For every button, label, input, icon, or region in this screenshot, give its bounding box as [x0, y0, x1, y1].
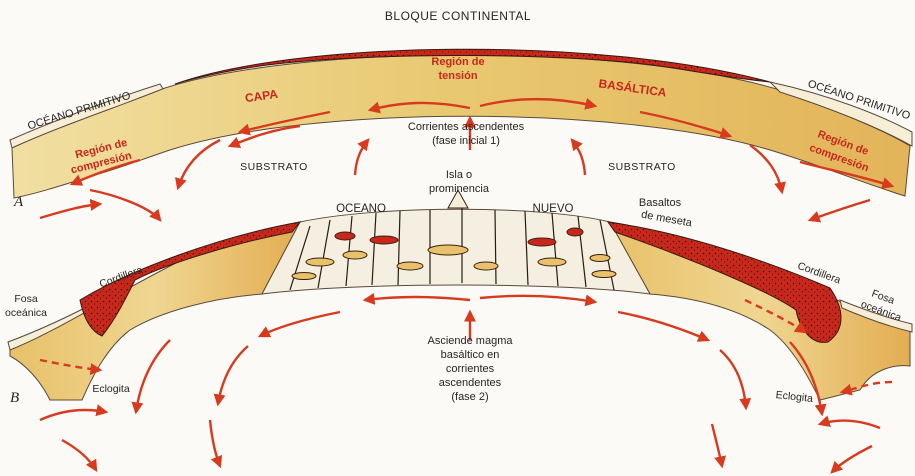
- left-continent-slab-b: [10, 222, 300, 400]
- magma-label-line4: ascendentes: [439, 377, 502, 389]
- substrate-left-label: SUBSTRATO: [240, 161, 308, 173]
- magma-label-line2: basáltico en: [441, 349, 500, 361]
- new-word-label: NUEVO: [533, 203, 574, 215]
- island-label-line2: prominencia: [429, 183, 490, 195]
- panel-b-letter: B: [10, 390, 19, 406]
- ocean-word-label: OCEANO: [336, 203, 386, 215]
- eclogite-left-label: Eclogita: [92, 383, 130, 395]
- eclogite-right-label: Eclogita: [775, 389, 814, 405]
- magma-label-line3: corrientes: [446, 363, 495, 375]
- basalts-label-line2: de meseta: [640, 209, 694, 230]
- basalts-label-line1: Basaltos: [639, 197, 682, 209]
- island-label-line1: Isla o: [446, 169, 472, 181]
- trench-left-line1: Fosa: [14, 293, 38, 305]
- magma-label-line5: (fase 2): [451, 391, 488, 403]
- panel-a-letter: A: [13, 194, 24, 210]
- substrate-right-label: SUBSTRATO: [608, 161, 676, 173]
- magma-label-line1: Asciende magma: [428, 335, 514, 347]
- panel-b: B OCEANO NUEVO Isla o prominencia Basalt…: [5, 169, 912, 472]
- currents-label-line2: (fase inicial 1): [432, 135, 500, 147]
- tension-region-line2: tensión: [438, 70, 477, 82]
- tension-region-line1: Región de: [431, 56, 484, 68]
- currents-label-line1: Corrientes ascendentes: [408, 121, 525, 133]
- continental-block-label: BLOQUE CONTINENTAL: [385, 9, 531, 23]
- trench-left-line2: oceánica: [5, 307, 47, 319]
